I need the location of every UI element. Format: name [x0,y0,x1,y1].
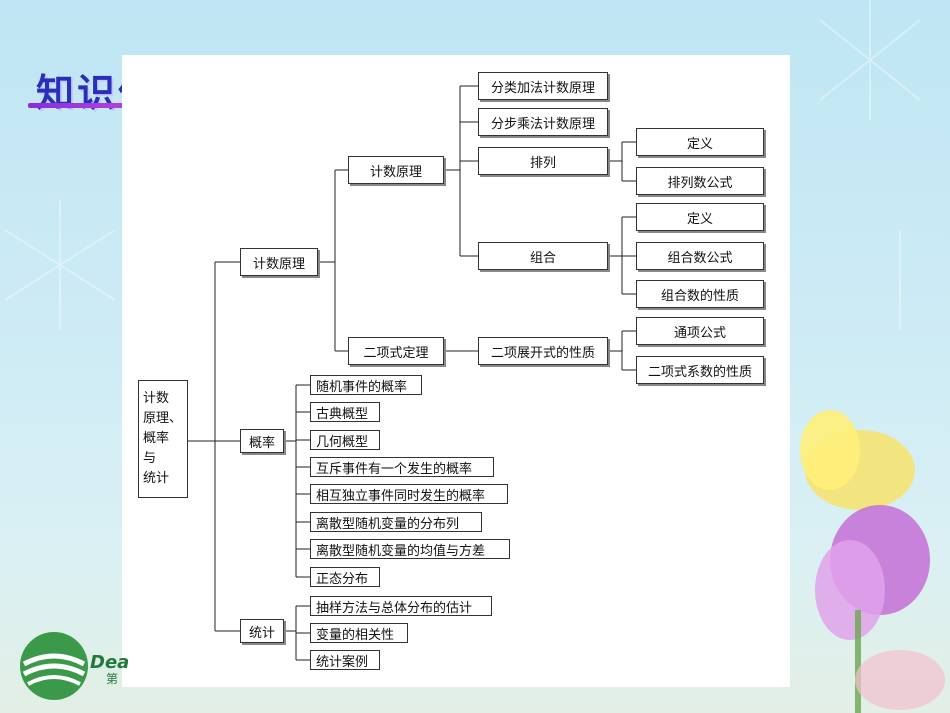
node-combination-definition: 定义 [636,203,764,231]
node-permutation: 排列 [478,147,608,175]
node-probability: 概率 [240,429,284,453]
prob-item-geometric: 几何概型 [310,430,380,450]
node-addition-principle: 分类加法计数原理 [478,72,608,100]
node-general-term: 通项公式 [636,317,764,345]
root-node: 计数 原理、 概率 与 统计 [138,380,188,498]
stat-item-sampling: 抽样方法与总体分布的估计 [310,596,492,616]
node-combination-formula: 组合数公式 [636,242,764,270]
node-permutation-definition: 定义 [636,128,764,156]
prob-item-mean-variance: 离散型随机变量的均值与方差 [310,539,510,559]
prob-item-distribution: 离散型随机变量的分布列 [310,512,482,532]
node-statistics: 统计 [240,619,284,643]
logo-icon [20,632,88,700]
prob-item-mutually-exclusive: 互斥事件有一个发生的概率 [310,457,494,477]
logo-subtext: 第 [106,672,119,686]
node-counting-principles: 计数原理 [348,156,444,184]
prob-item-classical: 古典概型 [310,402,380,422]
node-binomial-expansion: 二项展开式的性质 [478,337,608,365]
node-counting: 计数原理 [240,248,318,276]
stat-item-correlation: 变量的相关性 [310,623,408,643]
prob-item-normal: 正态分布 [310,567,380,587]
node-binomial-theorem: 二项式定理 [348,337,444,365]
stat-item-case-study: 统计案例 [310,650,380,670]
node-binomial-coefficient-properties: 二项式系数的性质 [636,356,764,384]
logo-text: Dea [90,652,130,673]
node-multiplication-principle: 分步乘法计数原理 [478,108,608,136]
prob-item-random-event: 随机事件的概率 [310,375,422,395]
prob-item-independent: 相互独立事件同时发生的概率 [310,484,508,504]
node-permutation-formula: 排列数公式 [636,167,764,195]
node-combination-properties: 组合数的性质 [636,280,764,308]
node-combination: 组合 [478,242,608,270]
